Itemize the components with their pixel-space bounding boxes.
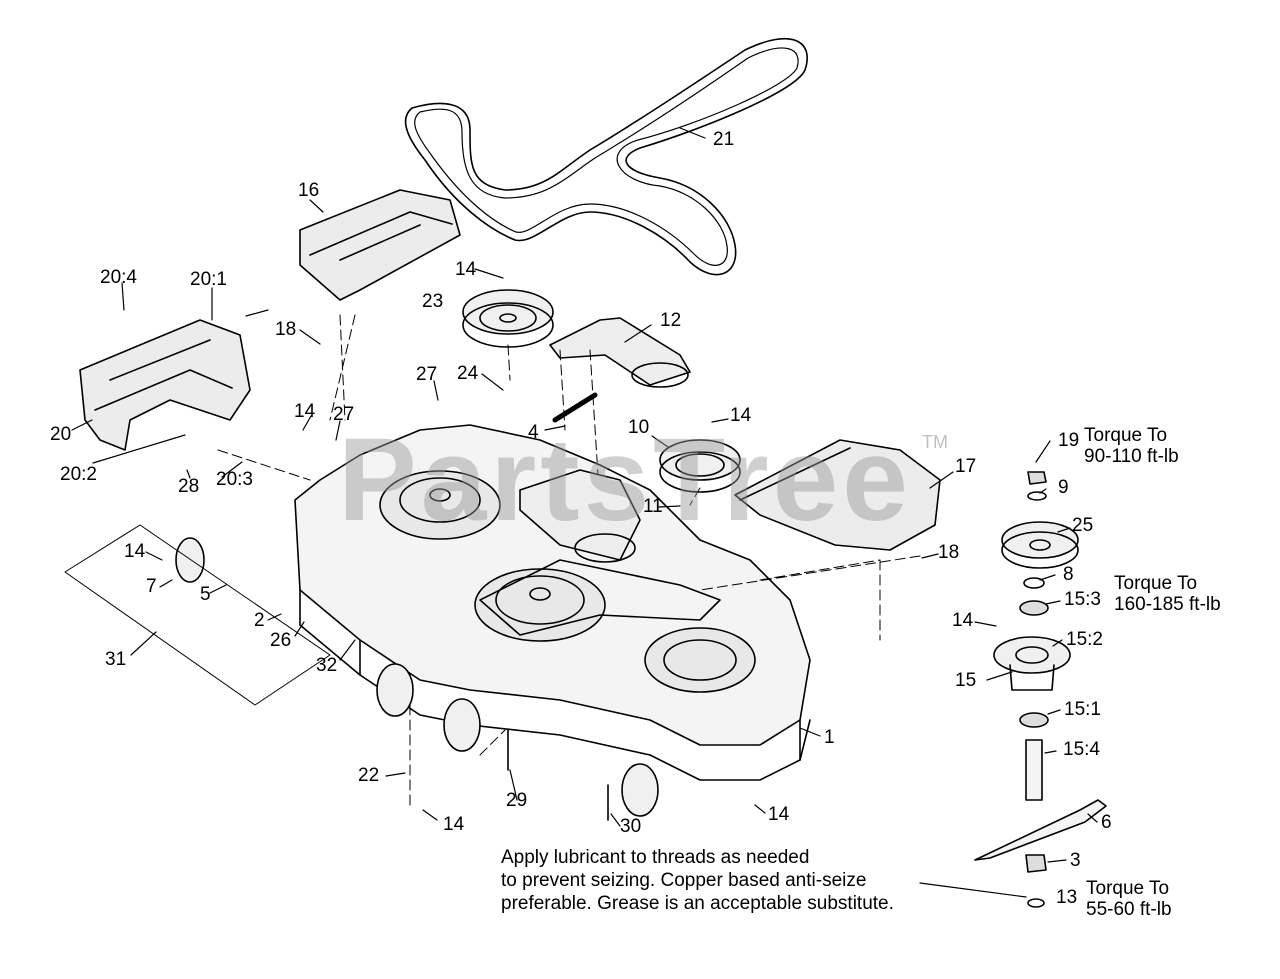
callout-5: 5: [200, 584, 211, 605]
callout-17: 17: [955, 456, 977, 477]
torque-note-19: Torque To 90-110 ft-lb: [1084, 425, 1179, 467]
callout-6: 6: [1101, 812, 1112, 833]
callout-29: 29: [506, 790, 528, 811]
torque-note-13: Torque To 55-60 ft-lb: [1086, 878, 1172, 920]
callout-14: 14: [455, 259, 477, 280]
torque-note-line1: Torque To: [1084, 425, 1168, 446]
callout-4: 4: [528, 422, 539, 443]
callout-27: 27: [416, 364, 438, 385]
callout-21: 21: [713, 129, 735, 150]
callout-16: 16: [298, 180, 320, 201]
callout-15-2: 15:2: [1066, 629, 1103, 650]
callout-18: 18: [938, 542, 960, 563]
lubricant-note-line: Apply lubricant to threads as needed: [501, 847, 810, 868]
callout-32: 32: [316, 655, 338, 676]
callout-14: 14: [768, 804, 790, 825]
callout-10: 10: [628, 417, 650, 438]
torque-note-15-3: Torque To 160-185 ft-lb: [1114, 573, 1221, 615]
lubricant-note-line: preferable. Grease is an acceptable subs…: [501, 893, 894, 914]
partstree-watermark: PartsTree: [338, 414, 912, 546]
belt-cover-left: [79, 319, 251, 451]
callout-22: 22: [358, 765, 380, 786]
callout-28: 28: [178, 476, 200, 497]
torque-note-line1: Torque To: [1114, 573, 1198, 594]
trademark-symbol: TM: [922, 432, 948, 452]
callout-15-4: 15:4: [1063, 739, 1100, 760]
callout-26: 26: [270, 630, 292, 651]
callout-14: 14: [730, 405, 752, 426]
torque-note-line2: 90-110 ft-lb: [1084, 446, 1179, 467]
callout-8: 8: [1063, 564, 1074, 585]
callout-15-1: 15:1: [1064, 699, 1101, 720]
callout-20-4: 20:4: [100, 267, 137, 288]
callout-23: 23: [422, 291, 444, 312]
callout-9: 9: [1058, 477, 1069, 498]
callout-20: 20: [50, 424, 72, 445]
torque-note-line2: 160-185 ft-lb: [1114, 594, 1221, 615]
belt-cover-16: [299, 189, 461, 301]
torque-note-line1: Torque To: [1086, 878, 1170, 899]
callout-27: 27: [333, 404, 355, 425]
callout-31: 31: [105, 649, 127, 670]
callout-12: 12: [660, 310, 682, 331]
callout-24: 24: [457, 363, 479, 384]
lubricant-note: Apply lubricant to threads as needed to …: [501, 846, 894, 915]
callout-14: 14: [294, 401, 316, 422]
callout-11: 11: [643, 496, 663, 517]
callout-20-3: 20:3: [216, 469, 253, 490]
torque-note-line2: 55-60 ft-lb: [1086, 899, 1172, 920]
belt-21: [404, 37, 808, 276]
callout-14: 14: [443, 814, 465, 835]
lubricant-note-line: to prevent seizing. Copper based anti-se…: [501, 870, 867, 891]
callout-2: 2: [254, 610, 265, 631]
callout-20-1: 20:1: [190, 269, 227, 290]
callout-25: 25: [1072, 515, 1094, 536]
belt-cover-17: [734, 439, 941, 551]
callout-30: 30: [620, 816, 642, 837]
callout-14: 14: [952, 610, 974, 631]
callout-18: 18: [275, 319, 297, 340]
callout-15: 15: [955, 670, 977, 691]
callout-3: 3: [1070, 850, 1081, 871]
blade-6: [974, 799, 1107, 861]
callout-14: 14: [124, 541, 146, 562]
callout-15-3: 15:3: [1064, 589, 1101, 610]
callout-1: 1: [824, 727, 835, 748]
callout-19: 19: [1058, 430, 1080, 451]
callout-20-2: 20:2: [60, 464, 97, 485]
callout-7: 7: [146, 576, 157, 597]
callout-13: 13: [1056, 887, 1078, 908]
